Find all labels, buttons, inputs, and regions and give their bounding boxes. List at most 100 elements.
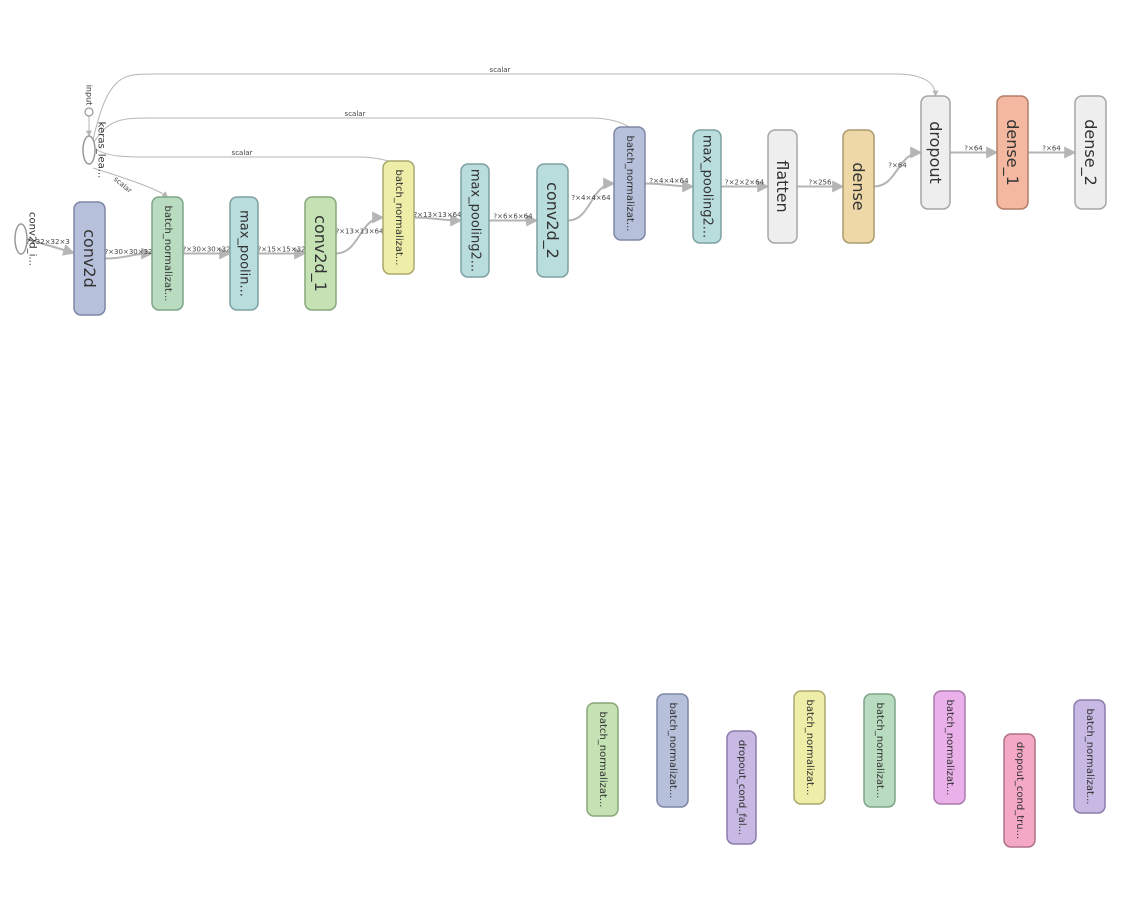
edge-e-conv1-bn1[interactable] bbox=[335, 211, 385, 255]
nodes-layer: conv2d_i... input keras_lea... conv2d batch_… bbox=[14, 85, 1107, 848]
edge-label: ?×6×6×64 bbox=[493, 213, 533, 221]
node-label: max_pooling2... bbox=[700, 135, 715, 238]
node-box[interactable] bbox=[842, 129, 875, 244]
node-dense[interactable]: dense bbox=[842, 129, 875, 244]
node-conv2d-1[interactable]: conv2d_1 bbox=[304, 196, 337, 311]
edge-label: scalar bbox=[345, 110, 366, 118]
node-label: batch_normalizat... bbox=[1084, 709, 1095, 805]
edge-e-k-drop[interactable] bbox=[92, 73, 939, 141]
node-box[interactable] bbox=[613, 126, 646, 241]
edge-label: ?×13×13×64 bbox=[413, 211, 462, 219]
node-aux-dropout-f[interactable]: dropout_cond_fal... bbox=[726, 730, 757, 845]
node-max-pool[interactable]: max_poolin... bbox=[229, 196, 259, 311]
edge-label: ?×64 bbox=[1042, 145, 1061, 153]
edge-label: ?×64 bbox=[964, 145, 983, 153]
node-aux-dropout-t[interactable]: dropout_cond_tru... bbox=[1003, 733, 1036, 848]
node-label: batch_normalizat... bbox=[944, 700, 955, 796]
node-label: keras_lea... bbox=[96, 122, 107, 179]
node-box[interactable] bbox=[793, 690, 826, 805]
node-dense-1[interactable]: dense_1 bbox=[996, 95, 1029, 210]
edge-e-k-bn[interactable] bbox=[92, 167, 168, 198]
node-box[interactable] bbox=[863, 693, 896, 808]
node-box[interactable] bbox=[382, 160, 415, 275]
node-shape[interactable] bbox=[84, 107, 94, 117]
node-box[interactable] bbox=[920, 95, 951, 210]
node-input[interactable]: input bbox=[84, 85, 94, 117]
node-conv2d[interactable]: conv2d bbox=[73, 201, 106, 316]
node-max-pool-2[interactable]: max_pooling2... bbox=[692, 129, 722, 244]
edge-e-dense-drop[interactable] bbox=[873, 146, 923, 188]
node-aux-bn-e[interactable]: batch_normalizat... bbox=[933, 690, 966, 805]
edge-e-k-bn2[interactable] bbox=[92, 117, 633, 145]
node-box[interactable] bbox=[1074, 95, 1107, 210]
edge-e-in-conv2d[interactable] bbox=[26, 238, 76, 256]
node-aux-bn-f[interactable]: batch_normalizat... bbox=[1073, 699, 1106, 814]
edge-e-conv2d-bn[interactable] bbox=[104, 247, 154, 260]
node-aux-bn-d[interactable]: batch_normalizat... bbox=[863, 693, 896, 808]
node-label: batch_normalizat... bbox=[667, 703, 678, 799]
node-box[interactable] bbox=[586, 702, 619, 817]
node-box[interactable] bbox=[656, 693, 689, 808]
node-label: dropout_cond_tru... bbox=[1014, 742, 1025, 839]
node-aux-bn-c[interactable]: batch_normalizat... bbox=[793, 690, 826, 805]
node-shape[interactable] bbox=[14, 223, 28, 255]
node-dense-2[interactable]: dense_2 bbox=[1074, 95, 1107, 210]
node-box[interactable] bbox=[1073, 699, 1106, 814]
node-box[interactable] bbox=[536, 163, 569, 278]
node-aux-bn-b[interactable]: batch_normalizat... bbox=[656, 693, 689, 808]
node-label: conv2d_i... bbox=[27, 212, 38, 266]
node-dropout[interactable]: dropout bbox=[920, 95, 951, 210]
node-box[interactable] bbox=[304, 196, 337, 311]
node-label: flatten bbox=[773, 160, 792, 212]
node-shape[interactable] bbox=[82, 135, 96, 165]
node-label: dropout bbox=[926, 121, 945, 184]
node-box[interactable] bbox=[933, 690, 966, 805]
node-label: input bbox=[85, 85, 94, 106]
node-conv2d-input[interactable]: conv2d_i... bbox=[14, 212, 38, 266]
node-label: conv2d bbox=[80, 229, 99, 288]
edge-label: ?×30×30×32 bbox=[182, 246, 230, 254]
node-bn-1[interactable]: batch_normalizat... bbox=[382, 160, 415, 275]
edge-e-bn2-mp2[interactable] bbox=[644, 180, 695, 193]
node-label: batch_normalizat... bbox=[597, 712, 608, 808]
edge-label: ?×32×32×3 bbox=[26, 238, 70, 246]
edge-label: ?×4×4×64 bbox=[571, 194, 611, 202]
node-label: dense_1 bbox=[1002, 119, 1022, 186]
node-label: dense_2 bbox=[1080, 119, 1100, 186]
edge-e-bn1-mp1[interactable] bbox=[413, 214, 463, 227]
node-box[interactable] bbox=[726, 730, 757, 845]
node-box[interactable] bbox=[460, 163, 490, 278]
node-box[interactable] bbox=[151, 196, 184, 311]
node-label: batch_normalizat... bbox=[162, 206, 173, 302]
edge-label: scalar bbox=[490, 66, 511, 74]
node-box[interactable] bbox=[229, 196, 259, 311]
edge-label: ?×256 bbox=[809, 179, 832, 187]
node-label: dropout_cond_fal... bbox=[736, 740, 747, 835]
node-label: batch_normalizat... bbox=[874, 703, 885, 799]
node-flatten[interactable]: flatten bbox=[767, 129, 798, 244]
node-label: batch_normalizat... bbox=[624, 136, 635, 232]
edge-label: ?×13×13×64 bbox=[335, 228, 384, 236]
edge-label: ?×2×2×64 bbox=[725, 179, 765, 187]
edge-label: ?×64 bbox=[888, 162, 907, 170]
node-label: max_pooling2... bbox=[468, 169, 483, 272]
edge-label: ?×4×4×64 bbox=[649, 177, 689, 185]
node-aux-bn-a[interactable]: batch_normalizat... bbox=[586, 702, 619, 817]
node-bn-2[interactable]: batch_normalizat... bbox=[613, 126, 646, 241]
node-max-pool-1[interactable]: max_pooling2... bbox=[460, 163, 490, 278]
node-box[interactable] bbox=[73, 201, 106, 316]
node-keras-learning[interactable]: keras_lea... bbox=[82, 122, 107, 179]
node-box[interactable] bbox=[996, 95, 1029, 210]
node-label: batch_normalizat... bbox=[393, 170, 404, 266]
edge-label: scalar bbox=[232, 149, 253, 157]
node-label: dense bbox=[849, 162, 868, 210]
node-bn[interactable]: batch_normalizat... bbox=[151, 196, 184, 311]
node-box[interactable] bbox=[767, 129, 798, 244]
node-label: conv2d_1 bbox=[310, 215, 330, 292]
edge-e-conv2-bn2[interactable] bbox=[567, 177, 616, 222]
edge-label: ?×30×30×32 bbox=[104, 248, 152, 256]
node-conv2d-2[interactable]: conv2d_2 bbox=[536, 163, 569, 278]
node-box[interactable] bbox=[1003, 733, 1036, 848]
node-box[interactable] bbox=[692, 129, 722, 244]
